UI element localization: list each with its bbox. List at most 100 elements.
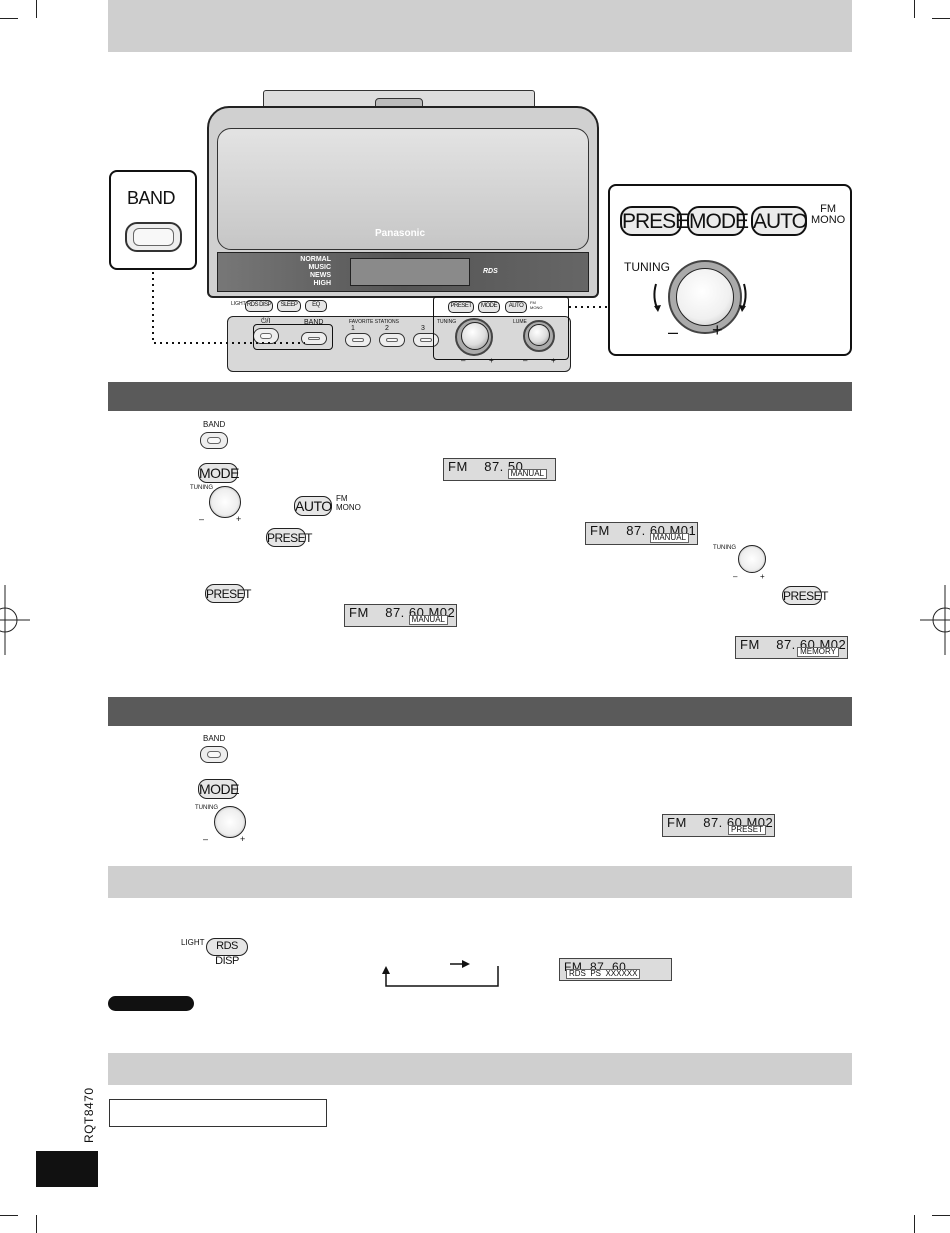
brand-logo: Panasonic [375, 228, 426, 239]
display-mode-normal: NORMAL [300, 256, 331, 263]
preset-callout-button[interactable]: PRESET [620, 206, 701, 236]
fm-mono-callout: FM MONO [811, 204, 845, 226]
s1-preset-button-c[interactable]: PRESET [782, 586, 829, 605]
s1-lcd-display-2: FM 87. 60 M01 MANUAL [585, 522, 698, 545]
eq-button[interactable]: EQ [305, 300, 327, 312]
band-button-device[interactable] [301, 332, 327, 345]
s1-lcd1-line2: MANUAL [507, 469, 547, 479]
s3-light-label: LIGHT [181, 938, 205, 947]
callout-leader-lines [152, 272, 610, 344]
tuning-label-device: TUNING [437, 319, 457, 325]
crop-mark [0, 1215, 18, 1216]
s1-tuning-minus-right: – [733, 572, 738, 581]
favorite-stations-label: FAVORITE STATIONS [349, 319, 400, 325]
section-preset-header [108, 697, 852, 726]
s3-lcd-line2: RDS PS XXXXXX [566, 969, 641, 979]
fm-mono-label-device: FM MONO [530, 300, 542, 310]
s1-tuning-label-right: TUNING [713, 545, 736, 551]
device-illustration: Panasonic NORMAL MUSIC NEWS HIGH RDS LIG… [205, 88, 605, 378]
s2-band-label: BAND [203, 734, 226, 743]
s2-lcd-line2: PRESET [727, 825, 766, 835]
crop-mark [36, 1215, 37, 1233]
light-label: LIGHT [231, 301, 246, 307]
s2-mode-button[interactable]: MODE [198, 779, 240, 799]
volume-label: LUME [513, 319, 527, 325]
registration-mark-left [0, 585, 30, 655]
s1-lcd4-line2: MEMORY [797, 647, 839, 657]
tuning-callout-minus: – [668, 322, 679, 342]
volume-plus: + [551, 356, 556, 365]
device-speaker-grille [217, 128, 589, 250]
section-rds-header [108, 866, 852, 898]
volume-knob[interactable] [528, 324, 550, 346]
s1-lcd3-line2: MANUAL [408, 615, 448, 625]
s1-tuning-plus-right: + [760, 572, 765, 581]
bottom-empty-box [109, 1099, 327, 1127]
tuning-highlight-box [433, 296, 569, 360]
favorite-station-3-button[interactable] [413, 333, 439, 347]
s1-preset-button-b[interactable]: PRESET [205, 584, 252, 603]
s3-cycle-arrow [382, 960, 499, 987]
s1-lcd-display-3: FM 87. 60 M02 MANUAL [344, 604, 457, 627]
s2-band-button[interactable] [200, 746, 228, 763]
s1-tuning-knob[interactable] [209, 486, 241, 518]
s1-auto-button[interactable]: AUTO [294, 496, 332, 516]
s1-lcd-display-4: FM 87. 60 M02 MEMORY [735, 636, 848, 659]
s1-preset-button-a[interactable]: PRESET [266, 528, 313, 547]
s2-tuning-minus: – [203, 834, 209, 844]
s1-mode-button[interactable]: MODE [198, 463, 240, 483]
display-mode-list: NORMAL MUSIC NEWS HIGH [293, 256, 331, 288]
s1-lcd-display-1: FM 87. 50 MANUAL [443, 458, 556, 481]
auto-button-device[interactable]: AUTO [505, 301, 527, 313]
page-number-tab [36, 1151, 98, 1187]
display-mode-high: HIGH [313, 280, 332, 287]
crop-mark [932, 18, 950, 19]
s1-tuning-minus: – [199, 514, 205, 524]
display-mode-music: MUSIC [308, 264, 331, 271]
crop-mark [914, 0, 915, 18]
s1-fm-label: FM [336, 494, 348, 503]
volume-minus: – [523, 356, 528, 365]
fm-label: FM [530, 300, 536, 305]
s3-rds-disp-button[interactable]: RDS DISP [206, 938, 248, 967]
s1-mono-label: MONO [336, 503, 361, 512]
device-lcd-window [350, 258, 470, 286]
tuning-minus-device: – [461, 356, 466, 365]
crop-mark [0, 18, 18, 19]
s1-tuning-knob-right[interactable] [738, 545, 766, 573]
note-badge [108, 996, 194, 1011]
mode-button-device[interactable]: MODE [478, 301, 500, 313]
fav-num-3: 3 [421, 325, 425, 332]
band-callout: BAND [109, 170, 197, 270]
rds-disp-button[interactable]: RDS DISP [245, 300, 273, 312]
mono-callout-label: MONO [811, 214, 846, 226]
fm-callout-label: FM [820, 203, 837, 215]
s2-tuning-knob[interactable] [214, 806, 246, 838]
tuning-knob-device[interactable] [461, 322, 489, 350]
display-mode-news: NEWS [310, 272, 331, 279]
crop-mark [932, 1215, 950, 1216]
tuning-callout-knob[interactable] [676, 268, 734, 326]
band-callout-label: BAND [127, 188, 176, 208]
crop-mark [36, 0, 37, 18]
preset-button-device[interactable]: PRESET [448, 301, 474, 313]
registration-mark-right [920, 585, 950, 655]
favorite-station-2-button[interactable] [379, 333, 405, 347]
band-callout-button[interactable] [125, 222, 182, 252]
s2-lcd-display: FM 87. 60 M02 PRESET [662, 814, 775, 837]
s1-lcd2-line2: MANUAL [649, 533, 689, 543]
s2-tuning-label: TUNING [195, 805, 218, 811]
tuning-callout-plus: + [712, 320, 723, 340]
mode-callout-button[interactable]: MODE [687, 206, 749, 236]
s3-lcd-display: FM 87. 60 RDS PS XXXXXX [559, 958, 672, 981]
tuning-callout: PRESET MODE AUTO FM MONO TUNING – + [608, 184, 852, 356]
tuning-plus-device: + [489, 356, 494, 365]
favorite-station-1-button[interactable] [345, 333, 371, 347]
band-highlight-box [253, 324, 333, 350]
s1-tuning-plus: + [236, 514, 242, 524]
sleep-button[interactable]: SLEEP [277, 300, 301, 312]
s1-fm-mono: FM MONO [336, 494, 361, 512]
s1-band-button[interactable] [200, 432, 228, 449]
power-label: ⏻/I [261, 318, 271, 325]
auto-callout-button[interactable]: AUTO [751, 206, 808, 236]
